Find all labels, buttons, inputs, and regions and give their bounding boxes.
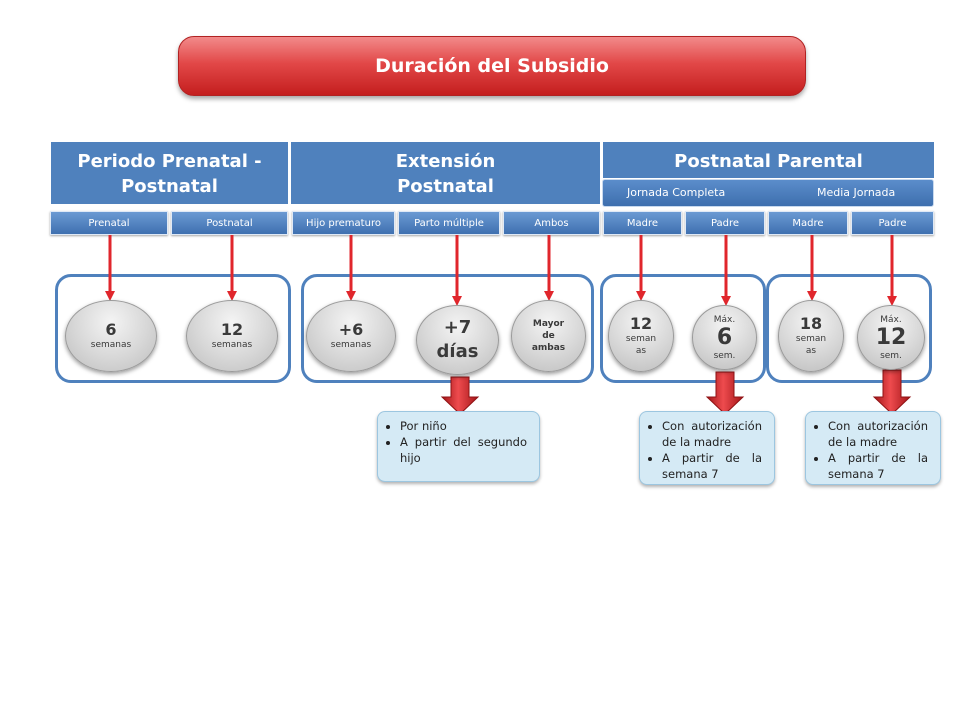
header-parental-label: Postnatal Parental [674, 151, 863, 172]
circle-value: 12 [875, 324, 907, 350]
group-frame-extension [301, 274, 594, 383]
block-arrow-3 [872, 369, 912, 415]
tab-parto-multiple: Parto múltiple [398, 211, 500, 235]
note-item: A partir de la semana 7 [828, 450, 928, 482]
circle-unit: semanas [211, 340, 253, 350]
note-padre-media: Con autorización de la madre A partir de… [805, 411, 941, 485]
circle-unit: semanas [330, 340, 372, 350]
note-item: Por niño [400, 418, 527, 434]
circle-value: +6 [338, 320, 364, 339]
note-item: Con autorización de la madre [662, 418, 762, 450]
tab-padre-media: Padre [851, 211, 934, 235]
circle-18-semanas-madre: 18 seman as [778, 300, 844, 372]
header-divider [288, 142, 291, 204]
circle-line: ambas [531, 343, 566, 353]
header-prenatal: Periodo Prenatal - Postnatal [51, 142, 288, 204]
circle-unit: días [436, 341, 479, 362]
tab-postnatal: Postnatal [171, 211, 288, 235]
title-banner: Duración del Subsidio [178, 36, 806, 96]
circle-value: 12 [629, 314, 653, 333]
jornada-media-label: Media Jornada [817, 186, 896, 199]
jornada-bar: Jornada Completa Media Jornada [602, 179, 934, 207]
group-frame-media [766, 274, 932, 383]
note-padre-completa: Con autorización de la madre A partir de… [639, 411, 775, 485]
tab-madre-completa: Madre [603, 211, 682, 235]
header-extension: Extensión Postnatal [291, 142, 600, 204]
group-frame-prenatal [55, 274, 291, 383]
circle-prefix: Máx. [880, 314, 902, 325]
circle-value: 12 [220, 320, 244, 339]
circle-prefix: Máx. [713, 314, 736, 325]
circle-value: +7 [443, 317, 472, 338]
note-item: Con autorización de la madre [828, 418, 928, 450]
circle-value: 18 [799, 314, 823, 333]
circle-line: seman [625, 334, 657, 344]
circle-12-semanas-madre: 12 seman as [608, 300, 674, 372]
circle-max-12-sem: Máx. 12 sem. [857, 305, 925, 370]
circle-line: Mayor [532, 319, 565, 329]
tab-ambos: Ambos [503, 211, 600, 235]
circle-line: de [542, 331, 555, 341]
circle-plus7-dias: +7 días [416, 305, 499, 375]
circle-plus6-semanas: +6 semanas [306, 300, 396, 372]
tab-hijo-prematuro: Hijo prematuro [292, 211, 395, 235]
tab-prenatal: Prenatal [50, 211, 168, 235]
tab-padre-completa: Padre [685, 211, 765, 235]
header-parental: Postnatal Parental [603, 142, 934, 178]
note-item: A partir de la semana 7 [662, 450, 762, 482]
circle-value: 6 [716, 324, 733, 350]
circle-line: as [805, 346, 817, 356]
block-arrow-1 [440, 376, 480, 415]
circle-6-semanas: 6 semanas [65, 300, 157, 372]
circle-unit: sem. [880, 350, 902, 361]
tab-madre-media: Madre [768, 211, 848, 235]
circle-line: seman [795, 334, 827, 344]
note-parto-multiple: Por niño A partir del segundo hijo [377, 411, 540, 482]
circle-unit: sem. [713, 350, 736, 361]
header-divider [600, 142, 603, 204]
jornada-completa-label: Jornada Completa [627, 186, 726, 199]
circle-value: 6 [105, 320, 117, 339]
circle-max-6-sem: Máx. 6 sem. [692, 305, 757, 370]
circle-mayor-de-ambas: Mayor de ambas [511, 300, 586, 372]
circle-line: as [635, 346, 647, 356]
block-arrow-2 [705, 371, 745, 415]
header-prenatal-label: Periodo Prenatal - Postnatal [77, 151, 262, 197]
group-frame-completa [600, 274, 766, 383]
circle-12-semanas: 12 semanas [186, 300, 278, 372]
header-extension-label: Extensión Postnatal [395, 151, 496, 197]
note-item: A partir del segundo hijo [400, 434, 527, 466]
circle-unit: semanas [90, 340, 132, 350]
